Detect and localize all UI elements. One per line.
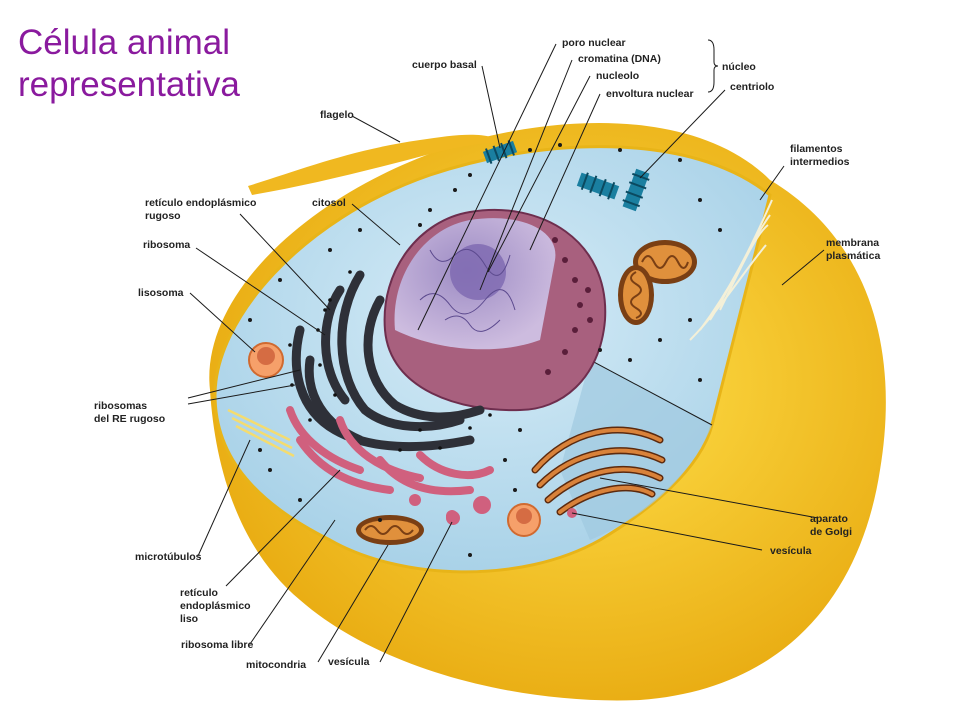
- label-citosol: citosol: [312, 197, 346, 209]
- mitochondrion-lower: [356, 515, 424, 545]
- lysosome-lower: [507, 503, 541, 537]
- title-line-1: Célula animal: [18, 23, 231, 62]
- label-intermedios: intermedios: [790, 156, 850, 168]
- rough-endoplasmic-reticulum: [291, 270, 485, 452]
- label-cromatina: cromatina (DNA): [578, 53, 661, 65]
- nucleolus: [450, 244, 506, 300]
- label-filamentos: filamentos: [790, 143, 843, 155]
- label-ribosoma: ribosoma: [143, 239, 190, 251]
- intermediate-filaments: [689, 199, 773, 341]
- free-ribosomes: [248, 143, 722, 557]
- nuclear-pores: [545, 237, 593, 375]
- label-poro-nuclear: poro nuclear: [562, 37, 626, 49]
- mitochondrion-middle: [618, 265, 654, 325]
- label-centriolo: centriolo: [730, 81, 774, 93]
- flagellum: [248, 134, 510, 195]
- lysosome: [248, 342, 284, 378]
- label-reticulo-liso-2: endoplásmico: [180, 600, 251, 612]
- label-microtubulos: microtúbulos: [135, 551, 202, 563]
- centriole: [576, 168, 650, 212]
- label-nucleolo: nucleolo: [596, 70, 639, 82]
- label-mitocondria: mitocondria: [246, 659, 306, 671]
- label-lisosoma: lisosoma: [138, 287, 184, 299]
- label-de-golgi: de Golgi: [810, 526, 852, 538]
- rough-er-ribosomes: [288, 270, 492, 452]
- golgi-apparatus-fill: [533, 428, 664, 514]
- leader-lines: [187, 39, 825, 663]
- smooth-endoplasmic-reticulum: [286, 406, 494, 496]
- title-line-2: representativa: [18, 65, 240, 104]
- label-vesicula-right: vesícula: [770, 545, 812, 557]
- label-plasmatica: plasmática: [826, 250, 880, 262]
- label-flagelo: flagelo: [320, 109, 354, 121]
- diagram-labels: poro nuclear cuerpo basal cromatina (DNA…: [94, 37, 880, 671]
- label-aparato: aparato: [810, 513, 848, 525]
- label-ribosomas-re-2: del RE rugoso: [94, 413, 165, 425]
- label-cuerpo-basal: cuerpo basal: [412, 59, 477, 71]
- mitochondrion-upper: [633, 240, 697, 284]
- label-envoltura-nuclear: envoltura nuclear: [606, 88, 694, 100]
- nucleus: [383, 208, 607, 412]
- basal-body: [482, 140, 518, 164]
- label-membrana: membrana: [826, 237, 879, 249]
- label-reticulo-rugoso-1: retículo endoplásmico: [145, 197, 256, 209]
- label-nucleo: núcleo: [722, 61, 756, 73]
- label-ribosomas-re-1: ribosomas: [94, 400, 147, 412]
- label-vesicula-bottom: vesícula: [328, 656, 370, 668]
- label-reticulo-rugoso-2: rugoso: [145, 210, 181, 222]
- microtubules: [227, 408, 295, 458]
- label-ribosoma-libre: ribosoma libre: [181, 639, 254, 651]
- page-title: Célula animal representativa: [18, 22, 240, 106]
- label-reticulo-liso-1: retículo: [180, 587, 218, 599]
- label-reticulo-liso-3: liso: [180, 613, 198, 625]
